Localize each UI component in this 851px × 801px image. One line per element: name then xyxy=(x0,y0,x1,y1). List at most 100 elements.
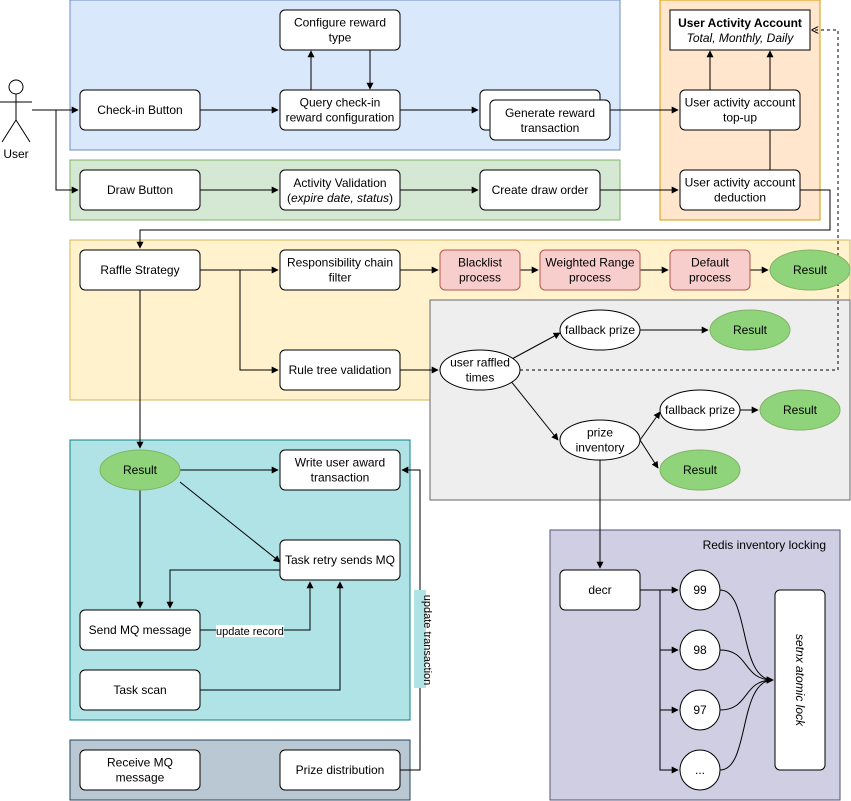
edge-scan-retry xyxy=(200,581,344,691)
edge-raffled-inventory xyxy=(509,379,559,441)
edge-decr-dots xyxy=(659,710,679,774)
result-fallback-1-node: Result xyxy=(709,309,791,351)
result-main-label-1: Result xyxy=(123,463,158,477)
edges xyxy=(32,30,839,774)
result-chain-label-1: Result xyxy=(793,263,828,277)
default-process-label-1: Default xyxy=(691,256,730,270)
decr-node: decr xyxy=(559,569,641,611)
n99-node: 99 xyxy=(679,569,721,611)
fallback-prize-1-node: fallback prize xyxy=(559,309,641,351)
fallback-prize-1-label-1: fallback prize xyxy=(565,323,635,337)
task-scan-label-1: Task scan xyxy=(113,683,166,697)
edge-raffle-ruletree xyxy=(239,270,279,374)
setnx-lock-label: setnx atomic lock xyxy=(793,634,807,727)
task-retry-label-1: Task retry sends MQ xyxy=(285,553,395,567)
account-topup-label-2: top-up xyxy=(723,111,757,125)
prize-inventory-label-2: inventory xyxy=(576,441,625,455)
raffle-strategy-label-1: Raffle Strategy xyxy=(100,263,179,277)
update-transaction-label: update transaction xyxy=(421,595,433,686)
redis-group-label: Redis inventory locking xyxy=(703,538,826,552)
query-checkin-label-2: reward configuration xyxy=(286,111,395,125)
receive-mq-label-2: message xyxy=(116,771,165,785)
generate-reward-label-1: Generate reward xyxy=(505,106,595,120)
draw-button-node: Draw Button xyxy=(79,169,201,211)
generate-reward-label-2: transaction xyxy=(521,121,580,135)
activity-validation-label-1: Activity Validation xyxy=(293,176,386,190)
n99-label-1: 99 xyxy=(693,583,707,597)
edge-raffled-account-dashed xyxy=(520,30,839,371)
result-main-node: Result xyxy=(99,449,181,491)
rule-tree-node: Rule tree validation xyxy=(279,349,401,391)
rule-tree-label-1: Rule tree validation xyxy=(289,363,392,377)
prize-distribution-label-1: Prize distribution xyxy=(296,763,385,777)
write-award-label-2: transaction xyxy=(311,471,370,485)
edge-retry-sendmq xyxy=(166,569,280,609)
prize-distribution-node: Prize distribution xyxy=(279,749,401,791)
configure-reward-label-1: Configure reward xyxy=(294,16,386,30)
result-inventory-label-1: Result xyxy=(683,463,718,477)
edge-98-lock xyxy=(719,649,774,684)
setnx-lock-node: setnx atomic lock xyxy=(774,589,826,771)
edge-inventory-fallback2 xyxy=(639,411,661,441)
task-retry-node: Task retry sends MQ xyxy=(279,539,401,581)
weighted-range-label-2: process xyxy=(569,271,611,285)
edge-inventory-result xyxy=(639,439,659,469)
result-fallback-2-label-1: Result xyxy=(783,403,818,417)
raffle-strategy-node: Raffle Strategy xyxy=(79,249,201,291)
account-deduction-label-2: deduction xyxy=(714,191,766,205)
account-subtitle: Total, Monthly, Daily xyxy=(687,31,795,45)
query-checkin-label-1: Query check-in xyxy=(300,96,381,110)
edge-raffled-fallback xyxy=(509,332,561,361)
blacklist-label-2: process xyxy=(459,271,501,285)
n98-node: 98 xyxy=(679,629,721,671)
edge-97-lock xyxy=(719,676,774,711)
edge-user-draw xyxy=(32,109,79,194)
edge-dots-lock xyxy=(719,676,774,771)
activity-validation-node: Activity Validation(expire date, status) xyxy=(279,169,401,211)
n97-node: 97 xyxy=(679,689,721,731)
edge-deduction-raffle xyxy=(136,189,831,249)
draw-button-label-1: Draw Button xyxy=(107,183,173,197)
account-topup-label-1: User activity account xyxy=(685,96,796,110)
result-inventory-node: Result xyxy=(659,449,741,491)
responsibility-chain-label-1: Responsibility chain xyxy=(287,256,393,270)
create-draw-order-label-1: Create draw order xyxy=(492,183,589,197)
weighted-range-label-1: Weighted Range xyxy=(545,256,635,270)
configure-reward-label-2: type xyxy=(329,31,352,45)
prize-inventory-label-1: prize xyxy=(587,426,613,440)
responsibility-chain-label-2: filter xyxy=(329,271,352,285)
blacklist-label-1: Blacklist xyxy=(458,256,503,270)
activity-validation-label-2: (expire date, status) xyxy=(287,191,393,205)
decr-label-1: decr xyxy=(588,583,611,597)
edge-99-lock xyxy=(719,589,774,684)
fallback-prize-2-node: fallback prize xyxy=(659,389,741,431)
checkin-button-label-1: Check-in Button xyxy=(97,103,182,117)
n97-label-1: 97 xyxy=(693,703,707,717)
send-mq-node: Send MQ message xyxy=(79,609,201,651)
user-actor xyxy=(0,79,32,143)
fallback-prize-2-label-1: fallback prize xyxy=(665,403,735,417)
receive-mq-label-1: Receive MQ xyxy=(107,756,173,770)
ndots-label-1: ... xyxy=(695,763,705,777)
ndots-node: ... xyxy=(679,749,721,791)
result-fallback-2-node: Result xyxy=(759,389,841,431)
result-fallback-1-label-1: Result xyxy=(733,323,768,337)
update-record-label: update record xyxy=(216,626,284,638)
default-process-label-2: process xyxy=(689,271,731,285)
write-award-label-1: Write user award xyxy=(295,456,385,470)
user-label: User xyxy=(3,147,28,161)
create-draw-order-node: Create draw order xyxy=(479,169,601,211)
edge-result-retry xyxy=(179,481,281,563)
